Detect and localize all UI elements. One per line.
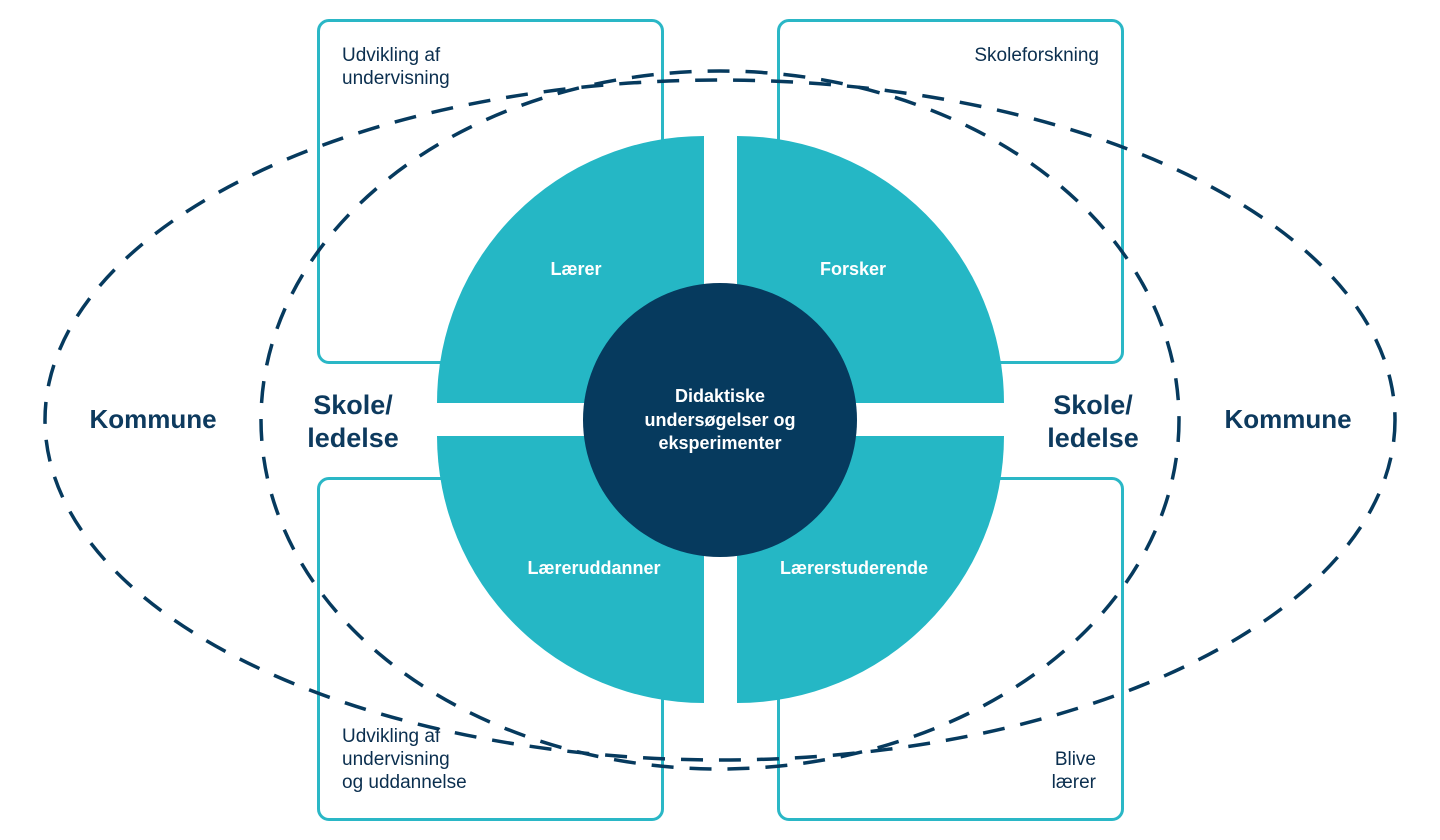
ring-label-kommune-right: Kommune <box>1224 404 1352 434</box>
center-label-line2: undersøgelser og <box>644 410 795 430</box>
outer-dashed-ring <box>43 78 1397 762</box>
ring-label-kommune-left: Kommune <box>89 404 217 434</box>
ring-label-skole-left: Skole/ ledelse <box>307 390 399 453</box>
quadrant-label-laereruddanner: Læreruddanner <box>527 558 660 578</box>
center-circle <box>583 283 857 557</box>
center-label-line3: eksperimenter <box>658 433 781 453</box>
inner-dashed-ring <box>259 69 1181 771</box>
box-top-left-text: Udvikling af undervisning <box>342 45 450 89</box>
ring-label-skole-right: Skole/ ledelse <box>1047 390 1139 453</box>
quadrant-label-laererstuderende: Lærerstuderende <box>780 558 928 578</box>
box-top-right-text: Skoleforskning <box>974 45 1099 66</box>
quadrant-label-laerer: Lærer <box>550 259 601 279</box>
box-bottom-left-text: Udvikling af undervisning og uddannelse <box>342 726 467 793</box>
quadrant-label-forsker: Forsker <box>820 259 886 279</box>
center-label-line1: Didaktiske <box>675 386 765 406</box>
box-bottom-right-text: Blive lærer <box>1051 749 1096 793</box>
